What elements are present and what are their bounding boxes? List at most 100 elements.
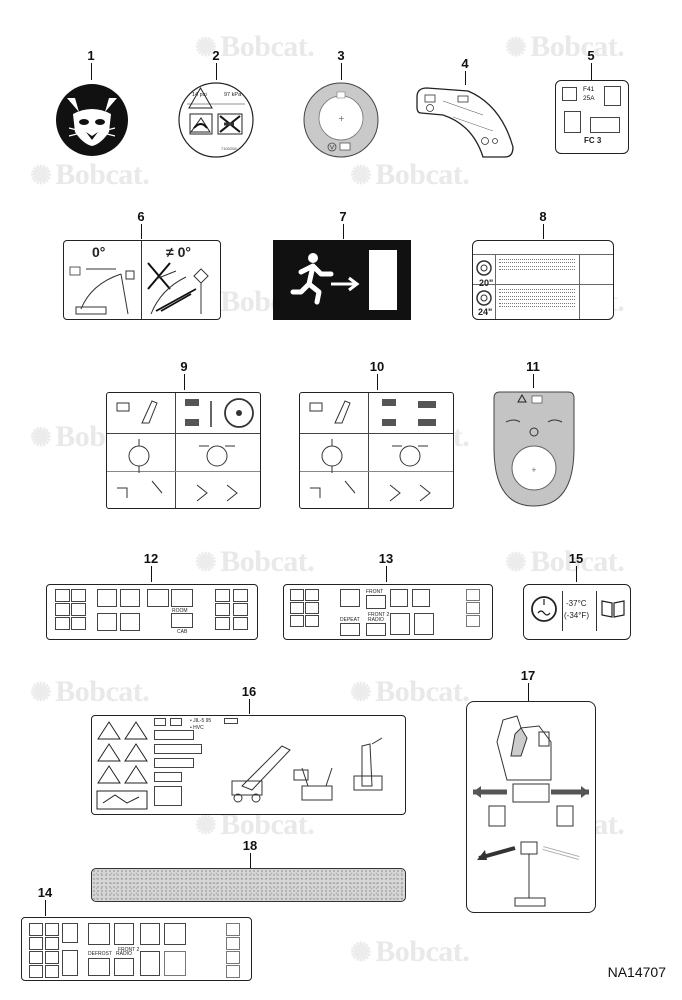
leader-line [341,63,342,80]
emergency-exit-decal [273,240,411,320]
callout-14: 14 [37,885,53,900]
fuse-icon [562,87,577,101]
front2-label-14: FRONT 2 [118,947,140,953]
switch-icon [45,937,59,950]
depeat-label: DEPEAT [340,617,360,623]
blank-cell [466,589,480,601]
boom-label: ROOM [172,608,188,614]
leader-line [249,699,250,714]
switch-icon [71,617,86,630]
callout-7: 7 [339,209,347,224]
watermark: ✺Bobcat. [30,158,150,191]
svg-text:+: + [338,114,345,123]
key-switch-decal: + [303,82,379,158]
callout-12: 12 [143,551,159,566]
boom-icon [171,589,193,607]
tire-size-24: 24" [478,307,493,317]
info-cell [154,730,194,740]
switch-icon [305,602,319,614]
info-cell [170,718,182,726]
turtle-icon [164,923,186,945]
switch-icon [305,615,319,627]
switch-icon [215,603,230,616]
tire-chart-decal: 20" 24" [472,240,614,320]
switch-icon [390,589,408,607]
temp-celsius: -37°C [566,599,587,608]
switch-icon [71,589,86,602]
switch-icon [29,965,43,978]
angle-zero: 0° [92,244,106,260]
callout-10: 10 [369,359,385,374]
leader-line [250,853,251,868]
info-cell [154,758,194,768]
switch-icon [215,589,230,602]
switch-icon [97,613,117,631]
watermark: ✺Bobcat. [195,30,315,63]
callout-16: 16 [241,684,257,699]
switch-icon [233,617,248,630]
switch-icon [62,950,78,976]
callout-4: 4 [461,56,469,71]
blank-cell [226,965,240,978]
switch-icon [290,615,304,627]
switch-icon [29,923,43,936]
leader-line [377,374,378,390]
leader-line [141,224,142,239]
switch-icon [120,613,140,631]
switch-icon [55,589,70,602]
switch-icon [290,602,304,614]
leader-line [533,374,534,388]
fuse-label-decal: F41 25A FC 3 [555,80,629,154]
watermark: ✺Bobcat. [505,545,625,578]
leader-line [528,683,529,701]
switch-icon [390,613,410,635]
blank-cell [466,602,480,614]
callout-15: 15 [568,551,584,566]
info-cell [154,718,166,726]
defrost-label: DEFROST [88,951,112,957]
fuse-f41: F41 [583,86,595,93]
front-label: FRONT [366,589,384,595]
switch-icon [29,951,43,964]
pressure-kpa: 97 kPa [224,92,242,98]
blank-cell [226,951,240,964]
callout-18: 18 [242,838,258,853]
leader-line [91,63,92,80]
front2-label: FRONT 2 [368,612,390,618]
switch-strip-decal-small: FRONT 2 DEFROST RADIO [21,917,252,981]
fuse-cell-label: FC 3 [584,136,602,145]
tire-pressure-decal: 7100208 [178,82,254,158]
pressure-psi: 14 psi [192,92,207,98]
watermark: ✺Bobcat. [30,675,150,708]
switch-icon [215,617,230,630]
switch-icon [29,937,43,950]
switch-icon [97,589,117,607]
callout-13: 13 [378,551,394,566]
svg-text:+: + [531,466,537,474]
fuse-cell [590,117,620,133]
leader-line [465,71,466,85]
callout-9: 9 [180,359,188,374]
info-cell [224,718,238,724]
steering-mode-decal [466,701,596,913]
switch-icon [45,923,59,936]
safety-warnings-decal: • JIL-5 95 • HVC [91,715,406,815]
callout-8: 8 [539,209,547,224]
switch-icon [55,617,70,630]
angle-not-zero: ≠ 0° [166,244,191,260]
anti-slip-strip-decal [91,868,406,902]
joystick-controls-alt-decal [299,392,454,509]
switch-strip-decal: ROOM CAB [46,584,258,640]
fuse-cell [604,86,621,106]
fuse-cell [564,111,581,133]
switch-icon [140,951,160,976]
tire-size-20: 20" [479,278,494,288]
switch-icon [340,589,360,607]
switch-icon [114,958,134,976]
leader-line [543,224,544,239]
callout-5: 5 [587,48,595,63]
temp-fahrenheit: (-34°F) [564,611,589,620]
watermark: ✺Bobcat. [195,545,315,578]
switch-strip-decal-alt: FRONT FRONT 2 DEPEAT RADIO [283,584,493,640]
leader-line [591,63,592,80]
